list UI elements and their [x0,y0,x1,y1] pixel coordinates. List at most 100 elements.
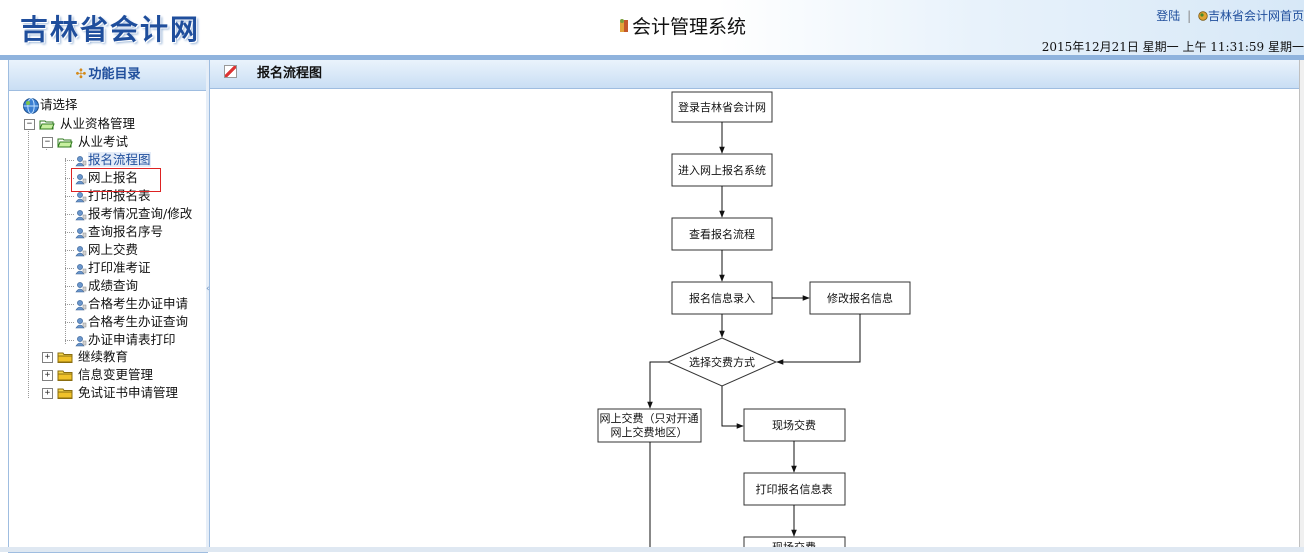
tree-item-label: 办证申请表打印 [88,332,176,347]
system-title-text: 会计管理系统 [632,16,747,38]
content-title: 报名流程图 [257,66,323,81]
selection-highlight [71,168,161,192]
tree-item-label: 网上交费 [88,242,139,257]
tree-line [65,304,74,305]
expand-icon[interactable]: + [42,370,53,381]
tree-item-label: 报考情况查询/修改 [88,206,193,221]
folder-open-icon [39,120,55,130]
tree-item-label: 查询报名序号 [88,224,164,239]
tree-line [65,214,74,215]
tree-line [65,178,74,179]
link-separator: | [1187,9,1192,23]
panel-splitter[interactable] [206,60,210,552]
user-page-icon [75,281,87,292]
tree-line [65,196,74,197]
tree-root[interactable]: 请选择 [22,96,78,114]
tree-item-label: 报名流程图 [88,152,151,167]
tree-item-cert-form-print[interactable]: 办证申请表打印 [75,331,176,349]
tree-item-score-query[interactable]: 成绩查询 [75,277,138,295]
globe-icon [23,97,39,114]
tree-item-label: 合格考生办证查询 [88,314,189,329]
folder-open-icon [57,138,73,148]
tree-line [65,160,74,161]
flow-label-print-info: 打印报名信息表 [756,482,833,496]
tree-group-info-change[interactable]: + 信息变更管理 [42,366,153,384]
tree-item-flowchart[interactable]: 报名流程图 [75,151,151,169]
flow-label-online-pay-1: 网上交费（只对开通 [600,411,699,425]
system-icon [620,19,628,32]
tree-item-cert-query[interactable]: 合格考生办证查询 [75,313,188,331]
tree-item-online-pay[interactable]: 网上交费 [75,241,138,259]
tree-item-status-query[interactable]: 报考情况查询/修改 [75,205,192,223]
collapse-icon[interactable]: − [24,119,35,130]
tree-group-qualification[interactable]: − 从业资格管理 [24,115,135,133]
tree-item-online-register[interactable]: 网上报名 [75,169,138,187]
user-page-icon [75,335,87,346]
content-panel: 报名流程图 [210,60,1304,552]
tree-subgroup-label: 从业考试 [78,134,129,149]
tree-line [65,158,66,344]
tree-line [65,286,74,287]
tree-line [28,122,29,398]
tree-group-label: 信息变更管理 [78,367,154,382]
expand-icon[interactable]: + [42,388,53,399]
tree-item-label: 打印准考证 [88,260,151,275]
user-page-icon [75,299,87,310]
system-title: 会计管理系统 [618,12,746,39]
tree-group-label: 免试证书申请管理 [78,385,179,400]
collapse-icon[interactable]: − [42,137,53,148]
tree-group-continuing-education[interactable]: + 继续教育 [42,348,128,366]
globe-icon [1198,11,1208,21]
flow-step-online-pay [597,408,702,443]
vertical-scrollbar[interactable] [1299,60,1304,552]
tree-group-label: 继续教育 [78,349,129,364]
flow-label-login: 登录吉林省会计网 [678,100,766,114]
datetime-display: 2015年12月21日 星期一 上午 11:31:59 星期一 [1041,40,1304,54]
user-page-icon [75,245,87,256]
flow-label-choose: 选择交费方式 [689,355,755,369]
tree-item-label: 合格考生办证申请 [88,296,189,311]
image-icon [224,65,237,78]
user-page-icon [75,317,87,328]
flow-label-online-pay-2: 网上交费地区） [611,425,688,439]
flow-step-login [671,91,773,123]
user-page-icon [75,173,87,184]
expand-icon[interactable]: + [42,352,53,363]
flow-step-onsite-pay [743,408,846,442]
collapse-arrow-icon[interactable]: ‹ [206,284,210,294]
pin-icon: ✣ [75,67,87,82]
tree-item-cert-apply[interactable]: 合格考生办证申请 [75,295,188,313]
folder-icon [57,370,73,381]
tree-group-exemption[interactable]: + 免试证书申请管理 [42,384,178,402]
tree-line [65,250,74,251]
site-logo[interactable]: 吉林省会计网 [20,13,201,46]
tree-line [65,268,74,269]
tree-item-query-serial[interactable]: 查询报名序号 [75,223,163,241]
flow-label-view: 查看报名流程 [689,227,755,241]
folder-icon [57,352,73,363]
user-page-icon [75,209,87,220]
bottom-bar [0,547,1304,552]
tree-subgroup-exam[interactable]: − 从业考试 [42,133,128,151]
content-header: 报名流程图 [210,60,1304,89]
user-page-icon [75,155,87,166]
home-link[interactable]: 吉林省会计网首页 [1207,9,1304,23]
folder-icon [57,388,73,399]
flow-label-input: 报名信息录入 [689,291,755,305]
tree-line [65,322,74,323]
user-page-icon [75,191,87,202]
tree-root-label: 请选择 [40,97,78,112]
tree-line [65,232,74,233]
tree-item-label: 成绩查询 [88,278,139,293]
flow-step-view-process [671,217,773,251]
header-divider [0,55,1304,60]
tree-item-label: 网上报名 [88,170,139,185]
page-header: 吉林省会计网 会计管理系统 登陆 | 吉林省会计网首页 2015年12月21日 … [0,0,1304,55]
flow-label-onsite-pay: 现场交费 [772,418,816,432]
tree-line [65,340,74,341]
tree-item-print-admission[interactable]: 打印准考证 [75,259,151,277]
flow-label-enter: 进入网上报名系统 [678,163,766,177]
tree-group-label: 从业资格管理 [60,116,136,131]
login-link[interactable]: 登陆 [1156,9,1181,23]
sidebar-header: ✣功能目录 [9,60,207,91]
